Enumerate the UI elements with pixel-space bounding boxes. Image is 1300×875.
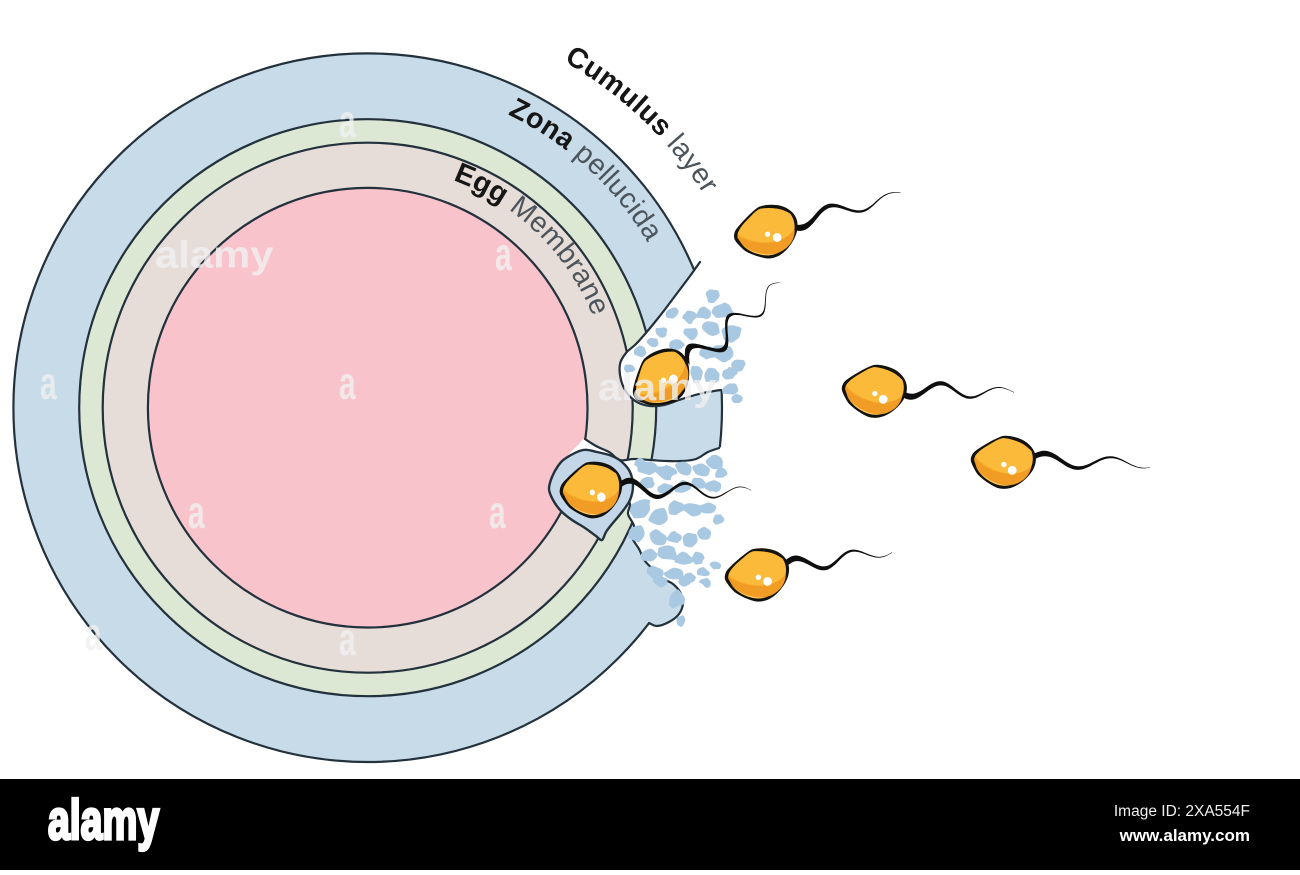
svg-text:a: a xyxy=(339,359,356,410)
svg-text:alamy: alamy xyxy=(48,789,159,852)
svg-text:a: a xyxy=(40,359,57,410)
svg-text:a: a xyxy=(495,230,512,281)
svg-text:a: a xyxy=(85,610,102,661)
svg-text:a: a xyxy=(339,615,356,666)
svg-text:a: a xyxy=(188,488,205,539)
svg-text:alamy: alamy xyxy=(155,234,274,276)
svg-text:a: a xyxy=(489,488,506,539)
svg-text:a: a xyxy=(339,97,356,148)
svg-text:alamy: alamy xyxy=(598,367,717,409)
svg-text:www.alamy.com: www.alamy.com xyxy=(1119,826,1250,845)
svg-text:Image ID: 2XA554F: Image ID: 2XA554F xyxy=(1114,803,1250,820)
